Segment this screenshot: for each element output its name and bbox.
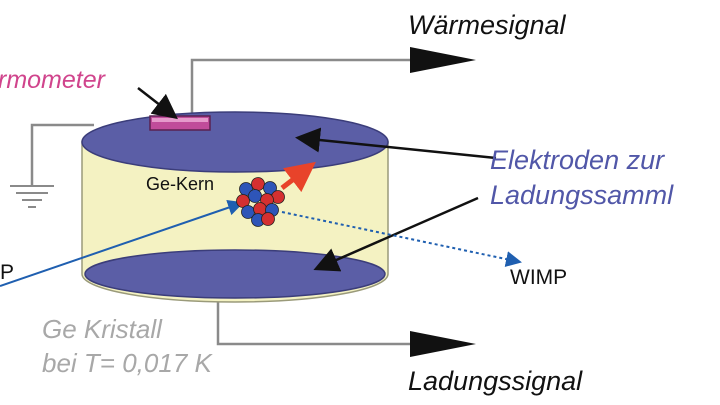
signal-wires (30, 58, 410, 346)
electrodes-label-line1: Elektroden zur (490, 145, 665, 175)
thermometer-label: rmometer (0, 66, 105, 94)
crystal-label-line1: Ge Kristall (42, 314, 162, 344)
outgoing-wimp-path (281, 211, 522, 267)
bottom-electrode (84, 249, 386, 299)
heat-signal-label: Wärmesignal (408, 10, 566, 40)
heat-signal-wire (190, 58, 410, 120)
heat-signal-arrow-icon (410, 47, 476, 73)
top-electrode-pointer-arrow (295, 127, 497, 160)
wimp-incoming-label: P (0, 261, 15, 284)
incoming-wimp-path (0, 199, 244, 287)
thermometer-pointer-arrow (137, 87, 178, 120)
charge-signal-label: Ladungssignal (408, 366, 583, 396)
nucleus-label: Ge-Kern (146, 174, 215, 194)
bottom-electrode-pointer-arrow (313, 196, 479, 272)
wimp-outgoing-label: WIMP (510, 266, 568, 289)
charge-signal-arrow-icon (410, 331, 476, 357)
ge-crystal-cylinder (81, 111, 389, 303)
thermometer-chip (149, 115, 211, 131)
ground-symbol-icon (10, 185, 54, 208)
charge-signal-wire (216, 296, 410, 346)
atomic-nucleus-icon (236, 177, 285, 227)
crystal-label-line2: bei T= 0,017 K (42, 348, 212, 378)
electrodes-label-line2: Ladungssamml (490, 180, 674, 210)
ground-wire (30, 123, 94, 186)
nuclear-recoil-arrow (280, 161, 316, 193)
